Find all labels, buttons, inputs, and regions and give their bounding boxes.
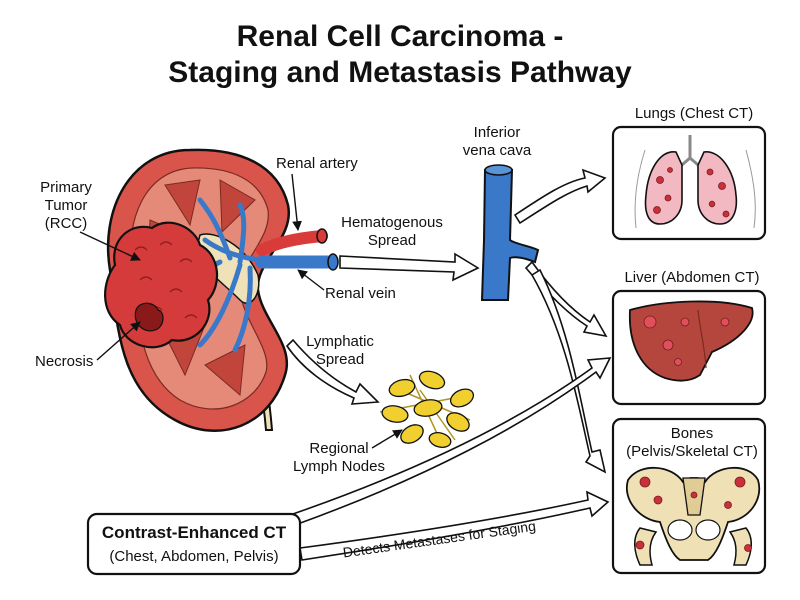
arrow-ct-to-liver bbox=[288, 357, 612, 526]
bone-lesions bbox=[635, 476, 752, 552]
label-renal-artery-text: Renal artery bbox=[276, 155, 358, 172]
label-lymphatic-line-1: Lymphatic bbox=[306, 333, 374, 350]
arrow-ivc-to-bones bbox=[530, 268, 607, 474]
label-ivc-line-2: vena cava bbox=[463, 142, 532, 159]
label-ivc-line-1: Inferior bbox=[474, 124, 521, 141]
lungs-panel bbox=[611, 125, 767, 241]
inferior-vena-cava bbox=[480, 164, 540, 301]
renal-artery-end bbox=[316, 228, 328, 244]
label-renal-vein-text: Renal vein bbox=[325, 285, 396, 302]
lungs-header: Lungs (Chest CT) bbox=[635, 105, 753, 122]
ct-box-subtitle: (Chest, Abdomen, Pelvis) bbox=[109, 548, 278, 565]
right-femur bbox=[728, 527, 752, 566]
bones-header-line-1: Bones bbox=[671, 425, 714, 442]
label-primary-tumor-line-3: (RCC) bbox=[45, 215, 88, 232]
lymphatic-arrow bbox=[285, 338, 380, 405]
arrow-ivc-to-lungs bbox=[513, 168, 607, 225]
bones-header-line-2: (Pelvis/Skeletal CT) bbox=[626, 443, 758, 460]
ct-box-title: Contrast-Enhanced CT bbox=[102, 523, 287, 542]
label-lymph-nodes-line-2: Lymph Nodes bbox=[293, 458, 385, 475]
label-necrosis: Necrosis bbox=[35, 321, 141, 370]
label-hematogenous-line-1: Hematogenous bbox=[341, 214, 443, 231]
label-renal-artery: Renal artery bbox=[276, 155, 358, 231]
tumor-texture bbox=[134, 241, 198, 319]
liver-panel bbox=[611, 289, 767, 406]
renal-vein-end bbox=[327, 253, 339, 271]
renal-pyramid bbox=[204, 344, 246, 397]
left-femur bbox=[634, 527, 658, 566]
kidney-illustration bbox=[104, 148, 339, 432]
ct-box: Contrast-Enhanced CT (Chest, Abdomen, Pe… bbox=[86, 512, 302, 576]
liver-lesions bbox=[643, 315, 730, 366]
title-line-1: Renal Cell Carcinoma - bbox=[237, 20, 564, 53]
renal-pyramid bbox=[164, 179, 201, 227]
lung-lesions bbox=[653, 167, 730, 218]
label-primary-tumor-line-1: Primary bbox=[40, 179, 92, 196]
label-lymphatic-line-2: Spread bbox=[316, 351, 364, 368]
bones-panel bbox=[611, 417, 767, 575]
label-lymph-nodes-line-1: Regional bbox=[309, 440, 368, 457]
label-hematogenous-line-2: Spread bbox=[368, 232, 416, 249]
arrow-ct-to-bones bbox=[299, 490, 610, 561]
label-primary-tumor: Primary Tumor (RCC) bbox=[40, 179, 141, 261]
label-primary-tumor-line-2: Tumor bbox=[45, 197, 88, 214]
renal-pyramid bbox=[219, 179, 256, 234]
label-renal-vein: Renal vein bbox=[297, 269, 396, 302]
liver-header: Liver (Abdomen CT) bbox=[624, 269, 759, 286]
label-necrosis-text: Necrosis bbox=[35, 353, 93, 370]
regional-lymph-nodes bbox=[379, 370, 475, 448]
title-line-2: Staging and Metastasis Pathway bbox=[168, 56, 632, 89]
hematogenous-arrow bbox=[339, 252, 480, 282]
